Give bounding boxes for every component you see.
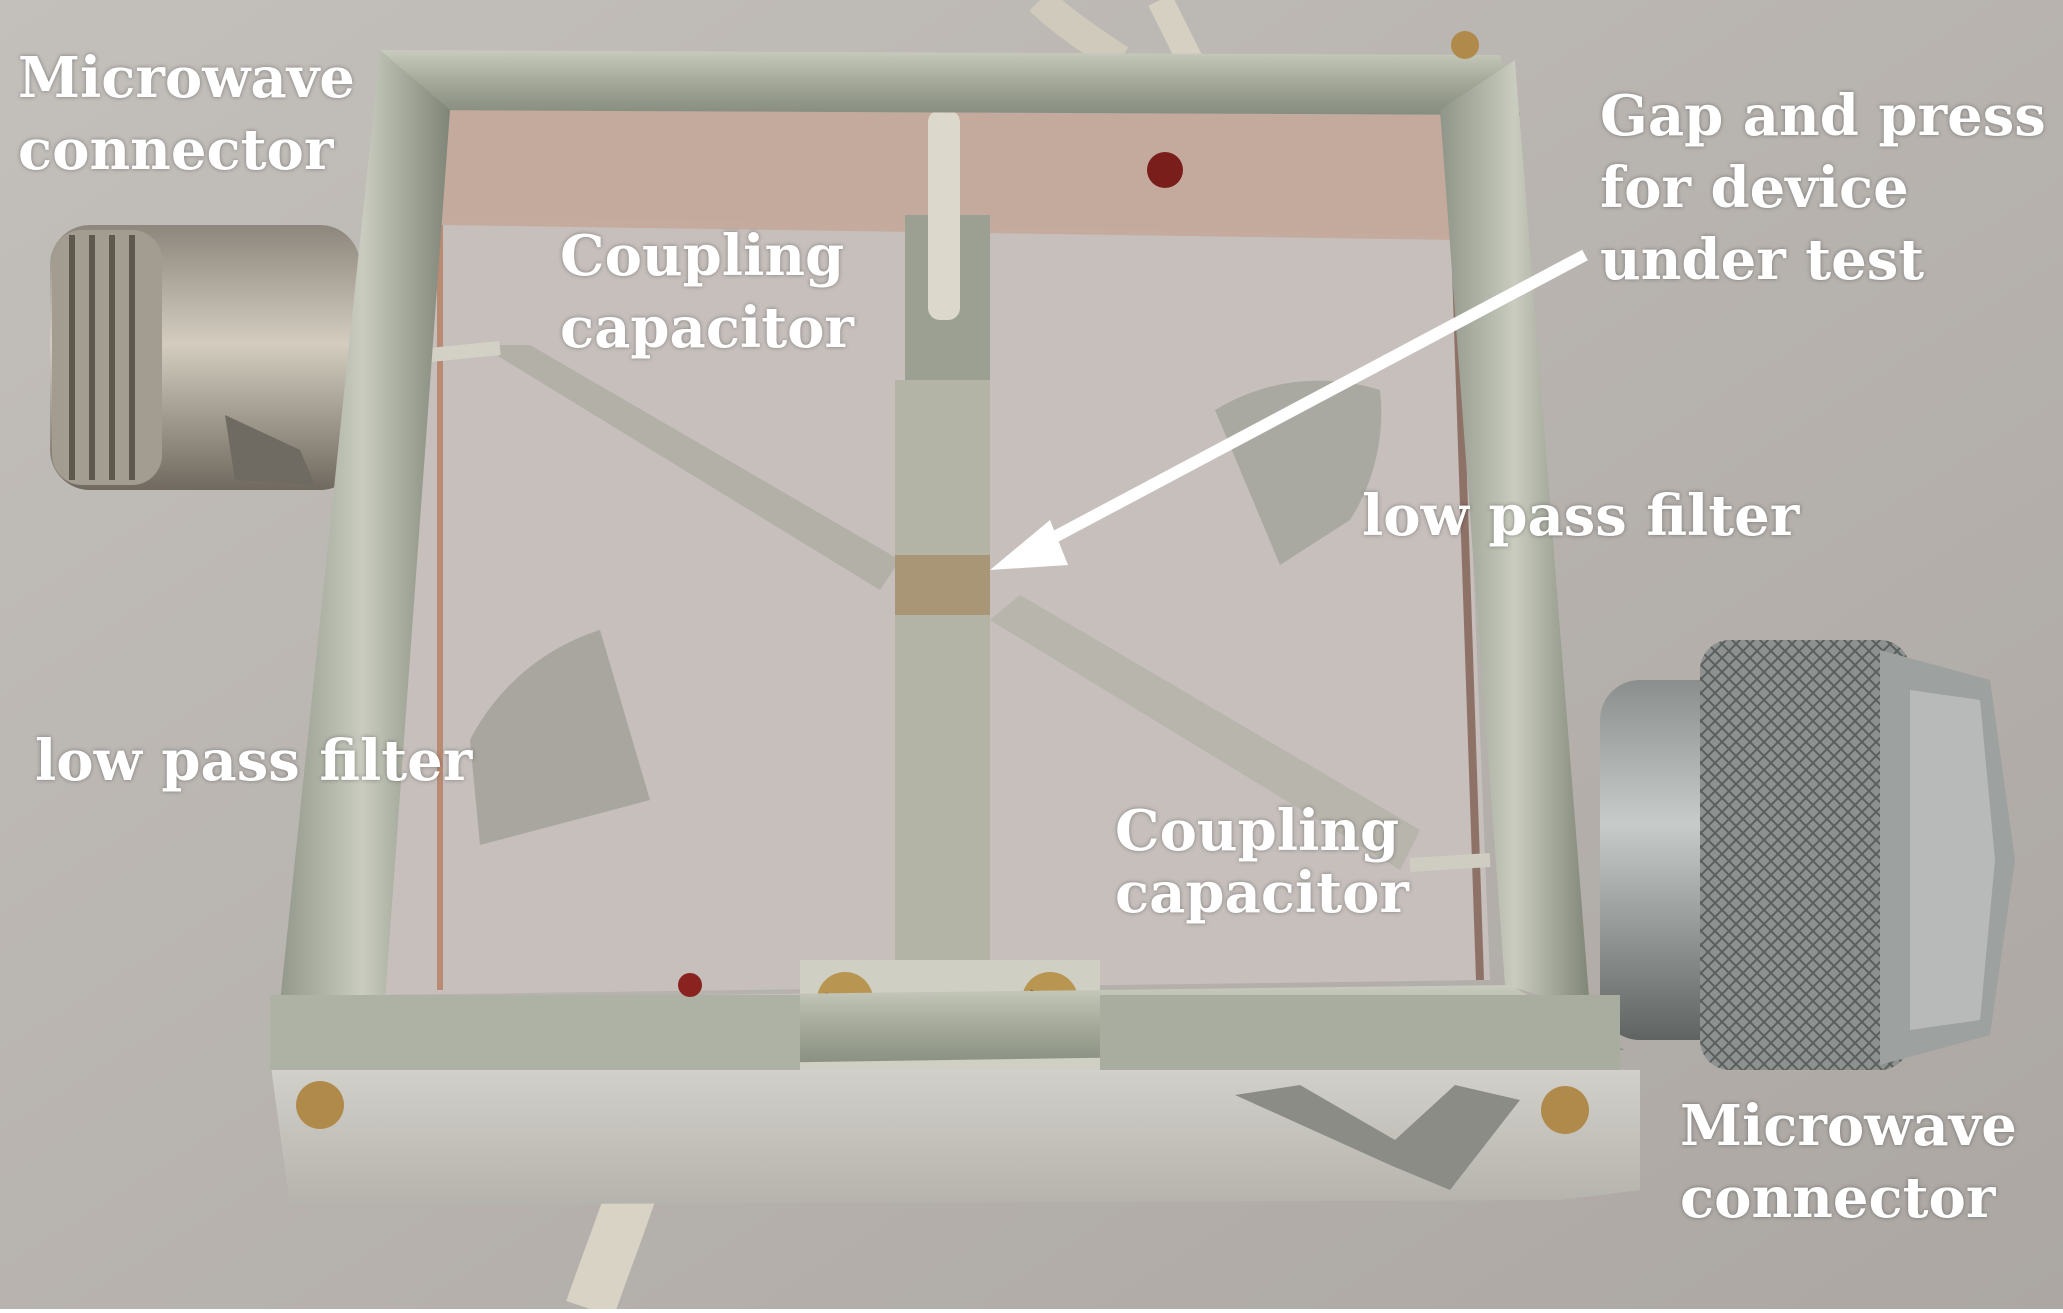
frame-top — [380, 50, 1520, 115]
label-microwave-connector-bottom-right: Microwave connector — [1680, 1093, 2017, 1231]
left-pin — [429, 341, 501, 362]
right-pin — [1409, 853, 1491, 872]
label-low-pass-filter-left: low pass filter — [35, 728, 473, 794]
screw-base-right — [1541, 1086, 1589, 1134]
frame-left — [275, 50, 450, 1050]
red-lead-bottom — [678, 973, 702, 997]
frame-bottom-left — [270, 995, 800, 1070]
frame-right — [1440, 60, 1590, 1010]
right-microwave-connector — [1600, 640, 2015, 1070]
label-low-pass-filter-right: low pass filter — [1362, 483, 1800, 549]
press-arm — [895, 380, 990, 980]
screw-top-right — [1451, 31, 1479, 59]
label-microwave-connector-top-left: Microwave connector — [18, 45, 355, 183]
strip-line-upper — [480, 345, 900, 590]
label-gap-and-press: Gap and press for device under test — [1600, 83, 2046, 293]
screw-base-left — [296, 1081, 344, 1129]
label-coupling-capacitor-bottom: Coupling capacitor — [1115, 798, 1409, 926]
frame-bottom-right — [1100, 995, 1620, 1070]
gap-dut — [895, 555, 990, 615]
pointer-arrow — [990, 249, 1588, 570]
low-pass-filter-left-stub — [470, 630, 650, 845]
left-microwave-connector — [50, 225, 360, 490]
press-rod — [928, 110, 960, 320]
red-lead-top — [1147, 152, 1183, 188]
label-coupling-capacitor-top: Coupling capacitor — [560, 223, 854, 361]
latch — [1235, 1085, 1520, 1190]
strip-line-lower — [990, 595, 1420, 870]
